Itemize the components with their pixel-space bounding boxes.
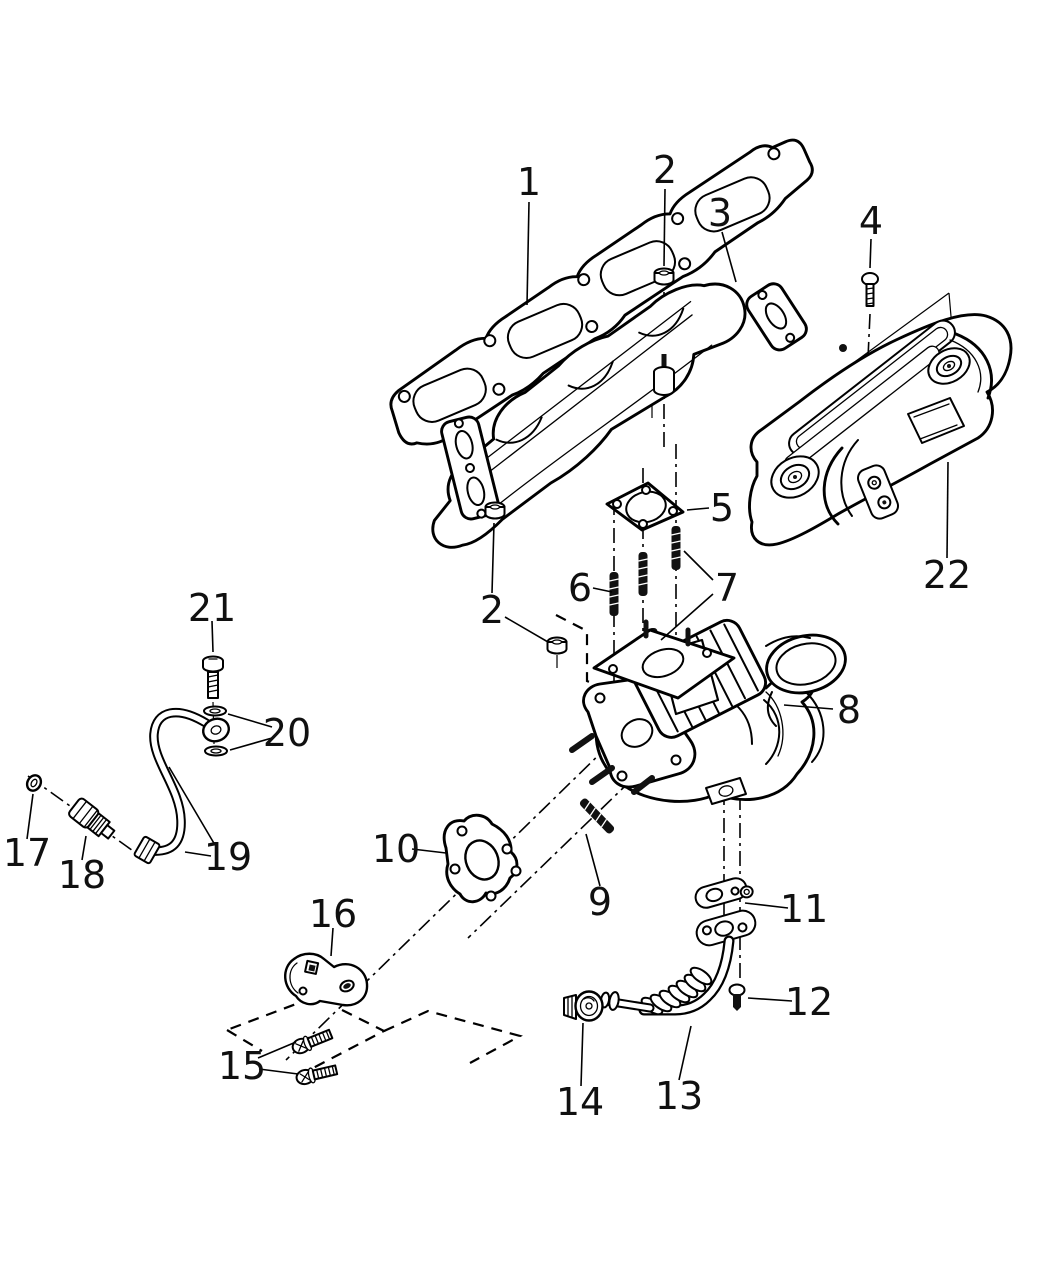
callout-4: 4 — [859, 199, 883, 243]
callout-labels: 1 2 3 4 5 6 7 2 8 9 10 11 12 13 14 15 16… — [3, 148, 971, 1124]
callout-9: 9 — [588, 880, 612, 924]
part-turbocharger — [569, 618, 847, 805]
callout-8: 8 — [837, 688, 861, 732]
part-oil-supply-fitting — [68, 797, 116, 840]
part-nut-lower — [546, 636, 568, 655]
callout-16: 16 — [309, 892, 357, 936]
callout-18: 18 — [58, 853, 106, 897]
part-stud-6a — [608, 571, 620, 617]
part-nut-left — [484, 501, 506, 520]
part-stud-7a — [670, 525, 682, 571]
part-heat-shield-bolt — [861, 272, 879, 307]
callout-12: 12 — [785, 980, 833, 1024]
part-oil-drain-gasket-lower — [695, 909, 757, 947]
part-heat-shield — [748, 313, 1013, 547]
part-banjo-bolt — [202, 655, 224, 699]
heat-shield-boss-right — [927, 347, 971, 385]
part-exhaust-manifold — [431, 282, 808, 549]
callout-7: 7 — [715, 566, 739, 610]
manifold-stud-boss — [653, 354, 675, 396]
callout-1: 1 — [517, 160, 541, 204]
callout-15: 15 — [218, 1044, 266, 1088]
heat-shield-boss-left — [770, 455, 820, 499]
part-sealing-washer-lower — [204, 745, 228, 757]
part-o-ring — [25, 774, 43, 792]
callout-5: 5 — [710, 486, 734, 530]
callout-6: 6 — [568, 566, 592, 610]
part-bracket-bolt-a — [289, 1026, 335, 1058]
callout-17: 17 — [3, 831, 51, 875]
callout-19: 19 — [204, 835, 252, 879]
part-oil-drain-tube — [599, 935, 735, 1016]
callout-20: 20 — [263, 711, 311, 755]
part-oil-drain-gasket-upper — [694, 877, 754, 909]
callout-14: 14 — [556, 1080, 604, 1124]
part-nut-upper — [653, 267, 675, 286]
callout-2-lower: 2 — [480, 588, 504, 632]
part-exhaust-outlet-gasket — [442, 813, 522, 904]
part-oil-drain-bolt — [728, 983, 746, 1011]
part-stud-9 — [577, 796, 617, 836]
callout-22: 22 — [923, 553, 971, 597]
callout-10: 10 — [372, 827, 420, 871]
part-stud-6b — [637, 551, 649, 597]
callout-21: 21 — [188, 586, 236, 630]
callout-13: 13 — [655, 1074, 703, 1118]
leader-lines — [26, 188, 949, 1087]
callout-11: 11 — [780, 887, 828, 931]
part-oil-supply-tube — [133, 707, 230, 865]
part-support-bracket — [284, 952, 369, 1007]
part-sealing-washer-upper — [203, 705, 227, 717]
callout-2-upper: 2 — [653, 148, 677, 192]
callout-3: 3 — [708, 191, 732, 235]
part-drain-tube-fitting — [563, 990, 604, 1022]
part-exhaust-manifold-gasket — [389, 138, 814, 446]
part-turbo-inlet-gasket — [605, 481, 685, 532]
